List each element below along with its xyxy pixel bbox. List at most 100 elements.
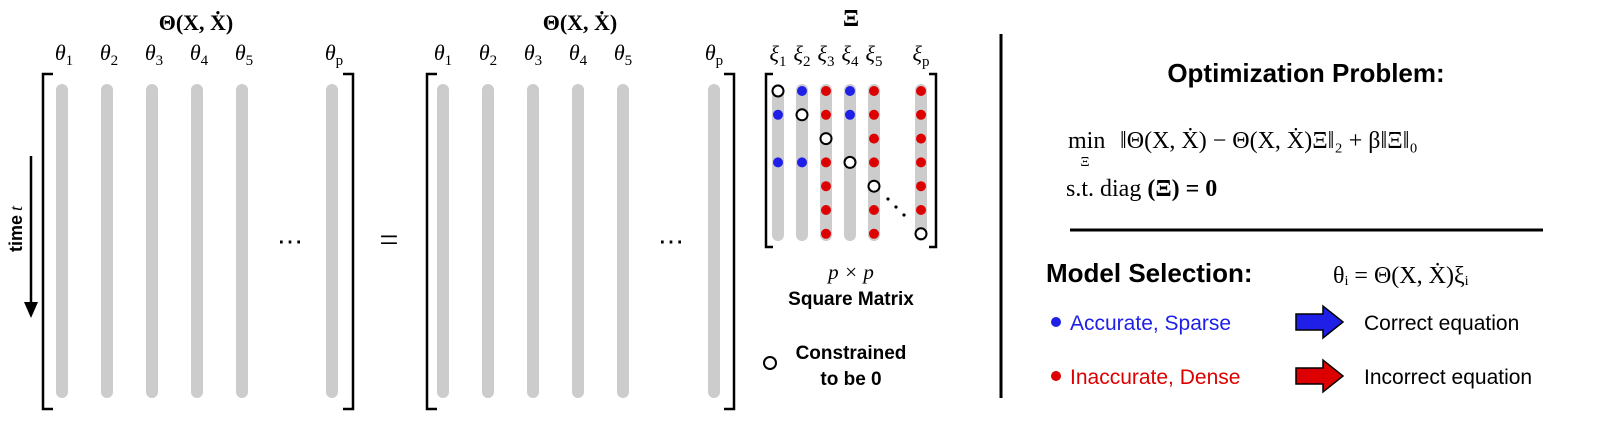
xi-entry-blue xyxy=(797,86,807,96)
xi-entry-red xyxy=(821,157,831,168)
xi-entry-red xyxy=(916,205,926,215)
xi-column-labels: ξ1 ξ2 ξ3 ξ4 ξ5 ξp xyxy=(770,41,930,70)
xi-entry-open xyxy=(795,108,809,122)
inaccurate-label: Inaccurate, Dense xyxy=(1070,366,1240,389)
xi-size-caption: Square Matrix xyxy=(788,289,914,310)
model-selection-title: Model Selection: xyxy=(1046,258,1253,288)
xi-entry-blue xyxy=(845,86,855,96)
xi-entry-red xyxy=(869,109,879,120)
right-matrix: Θ(X, Ẋ) θ1 θ2 θ3 θ4 θ5 θp ⋯ xyxy=(425,10,736,411)
left-ellipsis: ⋯ xyxy=(277,227,303,256)
accurate-outcome: Correct equation xyxy=(1364,312,1519,335)
right-matrix-columns xyxy=(437,84,720,398)
left-column-bar-3 xyxy=(146,84,158,398)
right-column-labels: θ1 θ2 θ3 θ4 θ5 θp xyxy=(434,40,723,69)
left-column-bar-2 xyxy=(101,84,113,398)
xi-entry-red xyxy=(869,205,879,215)
model-selection-panel: Model Selection: θᵢ = Θ(X, Ẋ)ξᵢ Accurate… xyxy=(1046,258,1532,394)
right-ellipsis: ⋯ xyxy=(658,227,684,256)
accurate-label: Accurate, Sparse xyxy=(1070,312,1231,335)
left-column-labels: θ1 θ2 θ3 θ4 θ5 θp xyxy=(55,40,343,69)
xi-entry-red xyxy=(869,86,879,96)
xi-entry-blue xyxy=(773,109,783,120)
xi-entry-red xyxy=(869,228,879,239)
constraint-legend-marker xyxy=(763,356,777,370)
objective-min-subscript: Ξ xyxy=(1080,155,1089,170)
left-col-label-3: θ3 xyxy=(145,40,163,69)
constraint-line: s.t. diag (Ξ) = 0 xyxy=(1066,176,1217,202)
right-col-label-p: θp xyxy=(705,40,723,69)
xi-entry-open xyxy=(843,155,857,169)
right-col-label-5: θ5 xyxy=(614,40,632,69)
red-arrow-icon xyxy=(1295,358,1345,394)
xi-entry-blue xyxy=(773,157,783,168)
left-matrix-bracket-right xyxy=(343,72,355,411)
xi-col-label-p: ξp xyxy=(913,41,930,70)
xi-entry-red xyxy=(821,205,831,215)
left-column-bar-1 xyxy=(56,84,68,398)
xi-entry-red xyxy=(916,157,926,168)
right-col-label-3: θ3 xyxy=(524,40,542,69)
right-matrix-title: Θ(X, Ẋ) xyxy=(543,10,618,35)
xi-entry-open xyxy=(771,84,785,98)
left-column-bar-4 xyxy=(191,84,203,398)
left-column-bar-5 xyxy=(236,84,248,398)
left-col-label-1: θ1 xyxy=(55,40,73,69)
xi-entry-red xyxy=(821,228,831,239)
xi-size-label: p × p xyxy=(826,260,874,284)
xi-entry-red xyxy=(869,157,879,168)
optimization-title: Optimization Problem: xyxy=(1167,58,1444,88)
right-col-label-2: θ2 xyxy=(479,40,497,69)
xi-matrix-entries xyxy=(771,84,928,241)
xi-matrix-bracket-right xyxy=(929,72,938,249)
xi-matrix: Ξ ξ1 ξ2 ξ3 ξ4 ξ5 ξp p × p Square Matrix xyxy=(763,6,938,390)
right-column-bar-3 xyxy=(527,84,539,398)
xi-entry-blue xyxy=(797,157,807,168)
left-col-label-2: θ2 xyxy=(100,40,118,69)
xi-col-label-3: ξ3 xyxy=(818,41,835,70)
constraint-legend-line-2: to be 0 xyxy=(820,369,881,390)
xi-entry-red xyxy=(821,86,831,96)
xi-matrix-title: Ξ xyxy=(843,6,859,32)
constraint-legend-line-1: Constrained xyxy=(796,343,907,364)
blue-arrow-icon xyxy=(1295,304,1345,340)
left-col-label-5: θ5 xyxy=(235,40,253,69)
inaccurate-outcome: Incorrect equation xyxy=(1364,366,1532,389)
left-matrix: Θ(X, Ẋ) θ1 θ2 θ3 θ4 θ5 θp ⋯ timet xyxy=(6,10,355,411)
xi-entry-open xyxy=(819,132,833,146)
accurate-marker xyxy=(1051,317,1061,327)
xi-matrix-bracket-left xyxy=(764,72,773,249)
time-arrow-head xyxy=(24,302,38,318)
xi-col-label-4: ξ4 xyxy=(842,41,859,70)
inaccurate-marker xyxy=(1051,371,1061,381)
right-column-bar-2 xyxy=(482,84,494,398)
right-matrix-bracket-right xyxy=(724,72,736,411)
left-matrix-bracket-left xyxy=(41,72,53,411)
left-matrix-columns xyxy=(56,84,338,398)
left-column-bar-p xyxy=(326,84,338,398)
left-col-label-4: θ4 xyxy=(190,40,209,69)
objective-min: min xyxy=(1068,128,1105,154)
left-matrix-title: Θ(X, Ẋ) xyxy=(159,10,234,35)
right-col-label-1: θ1 xyxy=(434,40,452,69)
xi-entry-red xyxy=(869,133,879,144)
xi-col-label-2: ξ2 xyxy=(794,41,811,70)
left-col-label-p: θp xyxy=(325,40,343,69)
xi-entry-blue xyxy=(845,109,855,120)
xi-col-label-5: ξ5 xyxy=(866,41,883,70)
right-col-label-4: θ4 xyxy=(569,40,588,69)
model-selection-equation: θᵢ = Θ(X, Ẋ)ξᵢ xyxy=(1333,263,1469,289)
right-column-bar-1 xyxy=(437,84,449,398)
time-axis-label: timet xyxy=(6,205,26,252)
xi-entry-red xyxy=(916,109,926,120)
xi-col-label-1: ξ1 xyxy=(770,41,787,70)
objective-expression: ‖Θ(X, Ẋ) − Θ(X, Ẋ)Ξ‖₂ + β‖Ξ‖₀ xyxy=(1120,128,1418,154)
equals-sign: = xyxy=(379,222,398,259)
time-axis: timet xyxy=(6,156,38,318)
xi-entry-open xyxy=(867,179,881,193)
right-column-bar-4 xyxy=(572,84,584,398)
optimization-panel: Optimization Problem: min Ξ ‖Θ(X, Ẋ) − Θ… xyxy=(1066,58,1445,202)
xi-diagonal-ellipsis xyxy=(886,197,906,217)
xi-entry-open xyxy=(914,227,928,241)
